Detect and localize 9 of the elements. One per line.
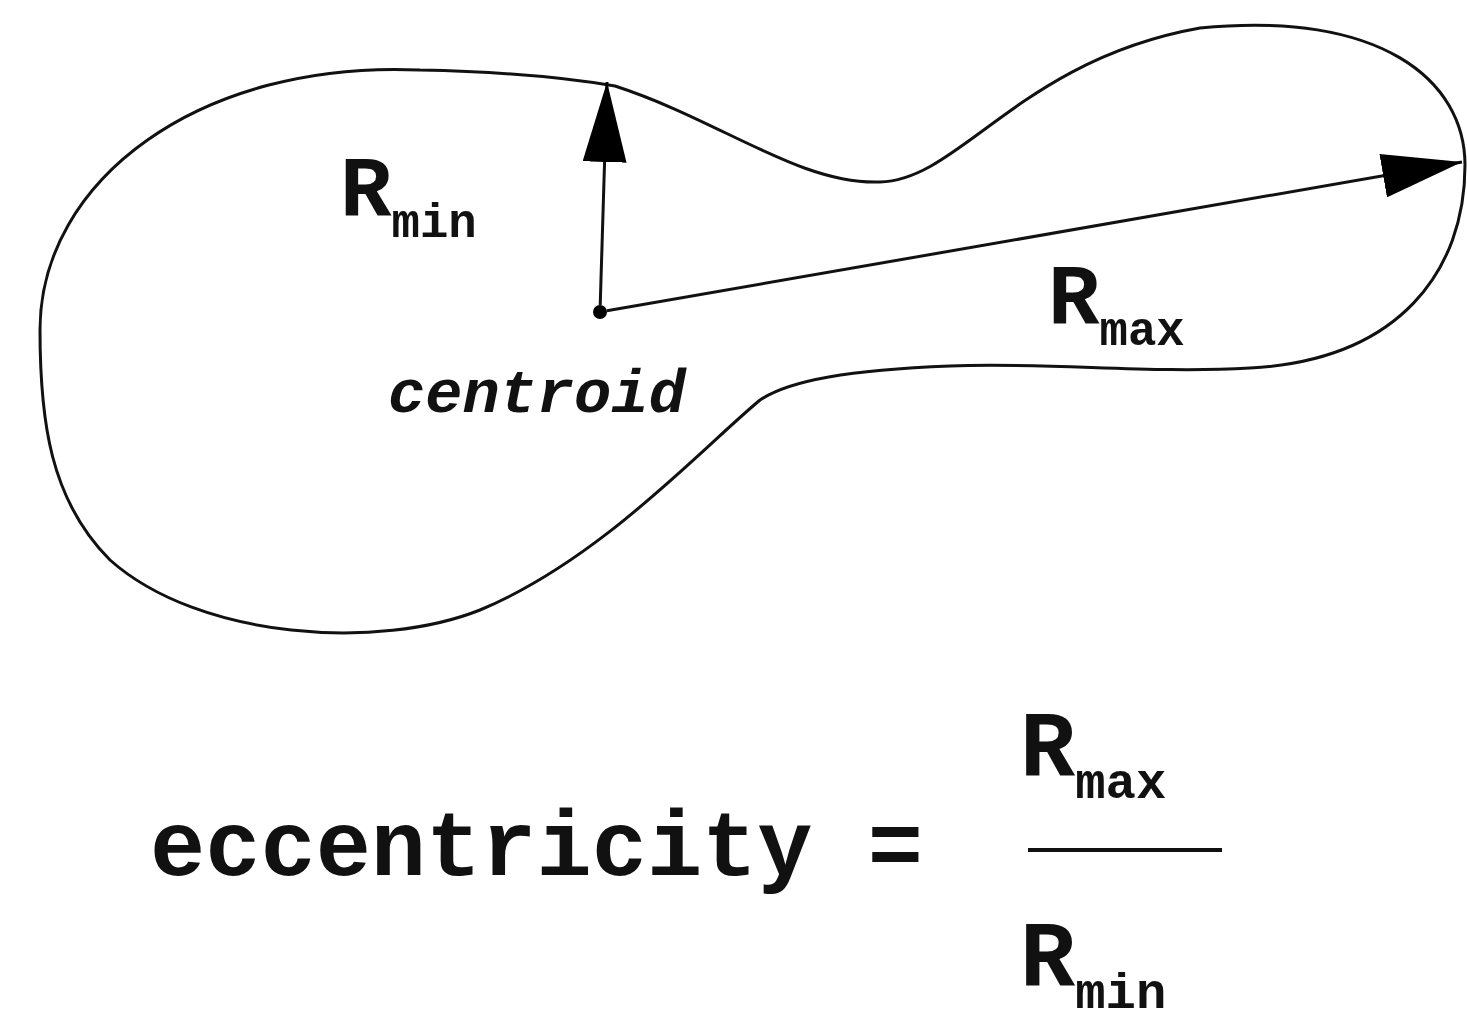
node-caption: centroid <box>388 365 686 427</box>
edge-label: R$_{max}$ <box>1048 258 1185 357</box>
formula-term: R$_{min}$ <box>1020 915 1167 1021</box>
formula-text: eccentricity = <box>150 805 923 897</box>
arrow <box>583 81 628 306</box>
formula-term: R$_{max}$ <box>1020 705 1167 811</box>
centroid-dot <box>593 305 607 319</box>
edge-label: R$_{min}$ <box>340 150 477 249</box>
blob-outline <box>38 23 1467 635</box>
